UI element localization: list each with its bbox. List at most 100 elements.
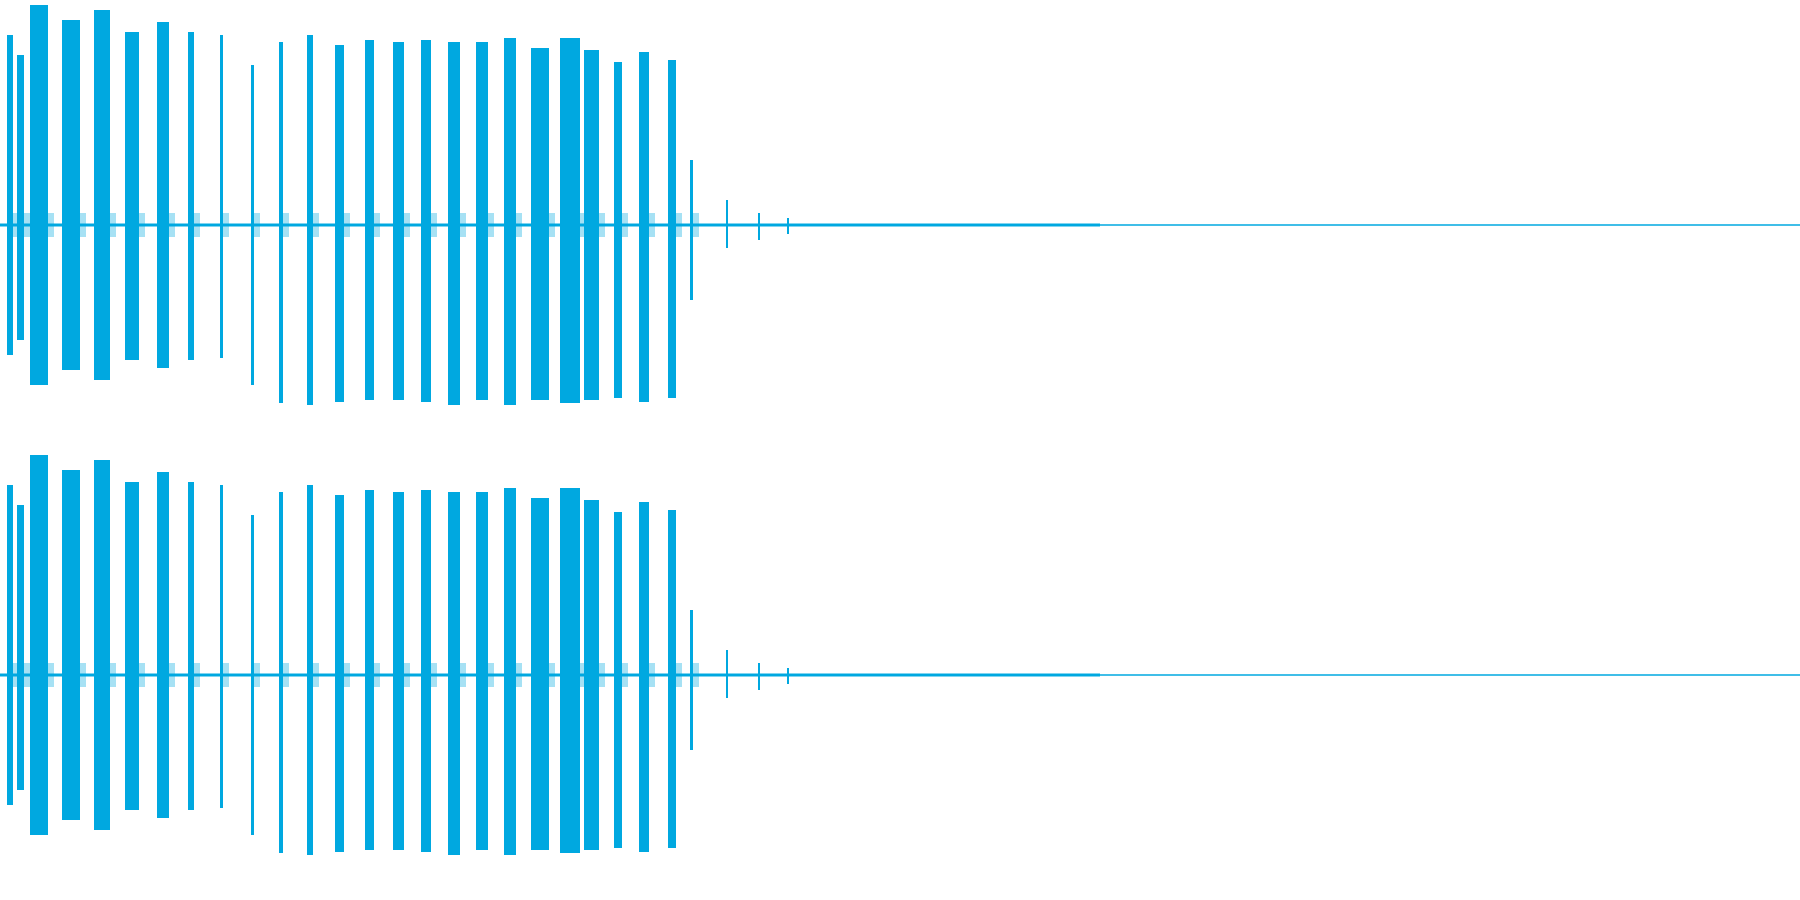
waveform-gap-shade — [194, 213, 200, 237]
waveform-pulse — [476, 42, 488, 400]
waveform-gap-shade — [488, 663, 494, 687]
waveform-pulse — [560, 38, 580, 403]
waveform-pulse — [639, 52, 649, 402]
waveform-gap-shade — [139, 663, 145, 687]
waveform-spike — [726, 200, 728, 248]
waveform-pulse — [94, 10, 110, 380]
waveform-gap-shade — [649, 663, 655, 687]
waveform-pulse — [188, 32, 194, 360]
waveform-pulse — [7, 485, 13, 805]
waveform-gap-shade — [223, 213, 229, 237]
waveform-gap-shade — [344, 663, 350, 687]
waveform-pulse — [365, 490, 374, 850]
waveform-gap-shade — [676, 213, 682, 237]
waveform-pulse — [584, 500, 599, 850]
waveform-gap-shade — [80, 213, 86, 237]
waveform-pulse — [279, 42, 283, 403]
waveform-gap-shade — [622, 213, 628, 237]
waveform-pulse — [125, 482, 139, 810]
waveform-gap-shade — [693, 213, 699, 237]
waveform-gap-shade — [223, 663, 229, 687]
waveform-pulse — [157, 472, 169, 818]
waveform-pulse — [17, 505, 24, 790]
waveform-gap-shade — [431, 663, 437, 687]
waveform-gap-shade — [254, 213, 260, 237]
waveform-pulse — [157, 22, 169, 368]
waveform-pulse — [668, 510, 676, 848]
waveform-spike — [787, 218, 789, 234]
waveform-channel-top — [0, 5, 1800, 405]
waveform-pulse — [365, 40, 374, 400]
waveform-gap-shade — [13, 663, 19, 687]
waveform-gap-shade — [622, 663, 628, 687]
waveform-pulse — [125, 32, 139, 360]
waveform-pulse — [584, 50, 599, 400]
waveform-pulse — [279, 492, 283, 853]
waveform-spike — [787, 668, 789, 684]
waveform-gap-shade — [431, 213, 437, 237]
waveform-gap-shade — [313, 213, 319, 237]
waveform-gap-shade — [110, 663, 116, 687]
waveform-gap-shade — [169, 663, 175, 687]
waveform-spike — [758, 663, 760, 690]
waveform-pulse — [614, 512, 622, 848]
waveform-gap-shade — [344, 213, 350, 237]
waveform-pulse — [393, 492, 404, 850]
waveform-gap-shade — [676, 663, 682, 687]
waveform-spike — [758, 213, 760, 240]
waveform-pulse — [7, 35, 13, 355]
waveform-pulse — [690, 610, 693, 750]
waveform-pulse — [17, 55, 24, 340]
waveform-gap-shade — [599, 213, 605, 237]
waveform-pulse — [335, 45, 344, 402]
waveform-pulse — [614, 62, 622, 398]
waveform-pulse — [560, 488, 580, 853]
waveform-gap-shade — [48, 213, 54, 237]
waveform-gap-shade — [460, 663, 466, 687]
waveform-pulse — [188, 482, 194, 810]
waveform-pulse — [504, 488, 516, 855]
waveform-gap-shade — [460, 213, 466, 237]
waveform-baseline-active — [0, 673, 1100, 677]
waveform-channel-top-svg — [0, 5, 1800, 405]
waveform-pulse — [531, 498, 549, 850]
waveform-gap-shade — [374, 213, 380, 237]
waveform-gap-shade — [24, 213, 30, 237]
waveform-pulse — [94, 460, 110, 830]
waveform-gap-shade — [549, 663, 555, 687]
waveform-pulse — [30, 455, 48, 835]
waveform-pulse — [690, 160, 693, 300]
waveform-gap-shade — [313, 663, 319, 687]
waveform-pulse — [421, 490, 431, 852]
waveform-pulse — [251, 515, 254, 835]
waveform-pulse — [220, 35, 223, 358]
waveform-pulse — [393, 42, 404, 400]
waveform-channel-bottom-svg — [0, 455, 1800, 855]
waveform-gap-shade — [488, 213, 494, 237]
waveform-baseline-active — [0, 223, 1100, 227]
waveform-pulse — [62, 20, 80, 370]
waveform-pulse — [220, 485, 223, 808]
waveform-gap-shade — [80, 663, 86, 687]
waveform-gap-shade — [24, 663, 30, 687]
waveform-gap-shade — [693, 663, 699, 687]
waveform-gap-shade — [169, 213, 175, 237]
waveform-gap-shade — [549, 213, 555, 237]
waveform-spike — [726, 650, 728, 698]
waveform-gap-shade — [599, 663, 605, 687]
waveform-gap-shade — [516, 213, 522, 237]
waveform-gap-shade — [404, 213, 410, 237]
waveform-pulse — [668, 60, 676, 398]
waveform-pulse — [307, 35, 313, 405]
waveform-pulse — [639, 502, 649, 852]
waveform-gap-shade — [649, 213, 655, 237]
waveform-gap-shade — [110, 213, 116, 237]
waveform-pulse — [421, 40, 431, 402]
waveform-gap-shade — [516, 663, 522, 687]
waveform-pulse — [62, 470, 80, 820]
waveform-pulse — [531, 48, 549, 400]
waveform-pulse — [307, 485, 313, 855]
waveform-gap-shade — [48, 663, 54, 687]
waveform-pulse — [448, 42, 460, 405]
